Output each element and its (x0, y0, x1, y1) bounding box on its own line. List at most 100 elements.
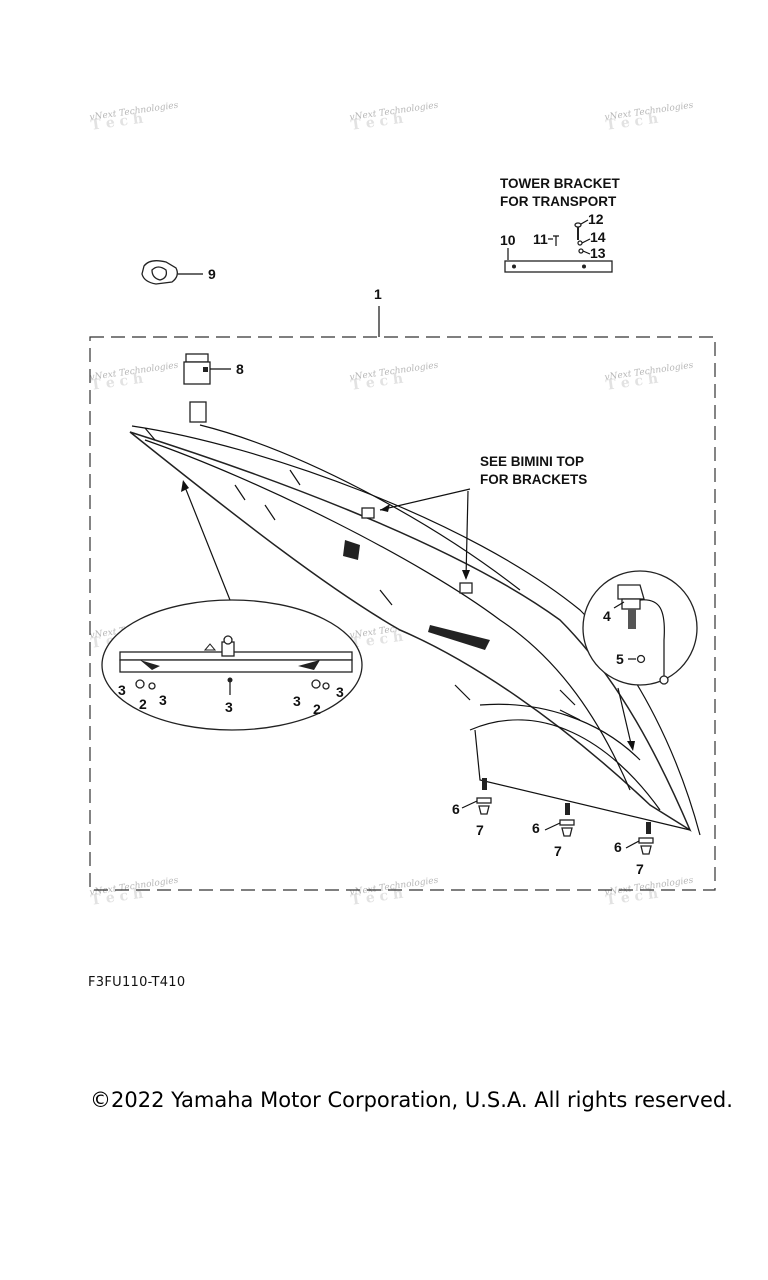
washer-6 (559, 819, 575, 826)
callout-8: 8 (236, 361, 244, 377)
svg-text:T e c h: T e c h (350, 629, 404, 652)
washer-part (577, 240, 583, 246)
lanyard-cord (639, 599, 665, 676)
knob-head (617, 584, 645, 600)
leg-stud (646, 822, 651, 834)
detail-oval-bracket: 3 2 3 3 3 2 3 (101, 480, 363, 731)
leader-line (580, 219, 589, 225)
bimini-arrow (465, 490, 469, 579)
callout-3: 3 (293, 693, 301, 709)
arrow-head (380, 504, 390, 512)
detail-arrow (617, 687, 633, 749)
callout-11: 11 (533, 231, 548, 247)
callout-4: 4 (603, 608, 611, 624)
svg-text:T e c h: T e c h (605, 886, 659, 909)
leg-stud (482, 778, 487, 790)
tower-bracket-heading-line2: FOR TRANSPORT (500, 194, 617, 209)
tower-outer-edge (131, 425, 701, 836)
callout-7: 7 (554, 843, 562, 859)
bimini-note: SEE BIMINI TOP FOR BRACKETS (379, 454, 587, 580)
warning-icon (203, 643, 217, 651)
part-9-knob (151, 266, 168, 281)
tower-decal (428, 625, 490, 650)
screw-part (227, 677, 233, 683)
bracket-plate (504, 260, 613, 273)
nut-7 (561, 827, 573, 837)
svg-text:T e c h: T e c h (350, 371, 404, 394)
copyright-notice: ©2022 Yamaha Motor Corporation, U.S.A. A… (90, 1088, 733, 1112)
bimini-arrow (379, 488, 471, 511)
callout-13: 13 (590, 245, 606, 261)
nut-part (578, 248, 584, 254)
bimini-bracket-mount (459, 582, 473, 594)
part-8-group: 8 (183, 353, 244, 423)
callout-6: 6 (614, 839, 622, 855)
leader-line (544, 822, 561, 831)
tower-leg-panel (469, 719, 661, 811)
detail-circle-lock: 4 5 (582, 570, 698, 751)
callout-6: 6 (532, 820, 540, 836)
callout-6: 6 (452, 801, 460, 817)
tube-joint (454, 684, 471, 701)
tower-decal (343, 540, 360, 560)
leader-line (461, 800, 478, 809)
tower-rear-rail (199, 424, 521, 591)
callout-12: 12 (588, 211, 604, 227)
callout-7: 7 (636, 861, 644, 877)
knob-thread (628, 609, 636, 629)
leg-stud (565, 803, 570, 815)
assembly-dashed-frame (89, 336, 716, 891)
detail-crossbar (119, 651, 353, 661)
tube-joint (264, 504, 276, 521)
bimini-note-line2: FOR BRACKETS (480, 472, 587, 487)
tower-inner-rail (144, 439, 631, 791)
svg-text:T e c h: T e c h (350, 111, 404, 134)
detail-circle (582, 570, 698, 686)
detail-clip (298, 660, 320, 670)
part-8-set-screw (203, 367, 208, 372)
bracket-hole (582, 264, 586, 269)
detail-center-knob (223, 635, 233, 645)
nut-7 (478, 805, 490, 815)
callout-10: 10 (500, 232, 516, 248)
fastener-part (322, 682, 330, 690)
part-8-body (183, 361, 211, 385)
screw-part (553, 235, 559, 246)
tube-joint (234, 484, 246, 501)
arrow-head (181, 480, 189, 492)
fastener-part (148, 682, 156, 690)
tube-joint (559, 689, 576, 706)
washer-part (636, 654, 646, 664)
part-8-top (185, 353, 209, 363)
callout-5: 5 (616, 651, 624, 667)
callout-1: 1 (374, 286, 382, 302)
callout-14: 14 (590, 229, 606, 245)
bimini-bracket-mount (361, 507, 375, 519)
tower-leg-base (474, 729, 691, 831)
leader-line (625, 840, 640, 849)
figure-code: F3FU110-T410 (88, 975, 186, 990)
tower-bracket-group: TOWER BRACKET FOR TRANSPORT 10 11 12 14 … (500, 176, 621, 273)
leader-line (581, 238, 591, 244)
tube-joint (144, 427, 156, 441)
leg-hardware: 6 7 6 7 6 7 (452, 797, 654, 877)
detail-crossbar-lower (119, 659, 353, 673)
tower-brace (479, 703, 641, 761)
washer-6 (476, 797, 492, 804)
svg-text:T e c h: T e c h (605, 371, 659, 394)
detail-arrow (182, 481, 231, 601)
leader-line (613, 601, 625, 609)
callout-3: 3 (336, 684, 344, 700)
callout-3: 3 (159, 692, 167, 708)
bracket-hole (512, 264, 516, 269)
